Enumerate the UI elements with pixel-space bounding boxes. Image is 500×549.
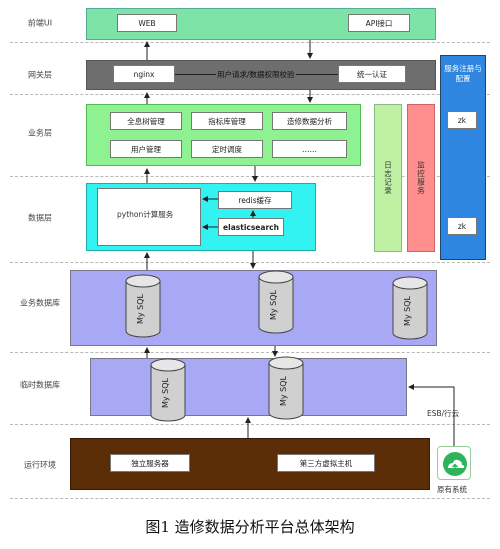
web-box: WEB — [117, 14, 177, 32]
api-box: API接口 — [348, 14, 410, 32]
python-service-label: python计算服务 — [117, 210, 174, 219]
layer-separator — [10, 424, 490, 425]
arrow-legacy-to-tempdb — [408, 384, 455, 446]
gateway-note: 用户请求/数据权限校验 — [216, 69, 296, 80]
nginx-box: nginx — [113, 65, 175, 83]
mysql-label: My SQL — [403, 295, 412, 326]
layer-separator — [10, 352, 490, 353]
tempdb-mysql-1-cylinder: My SQL — [150, 358, 186, 422]
bizdb-mysql-1-cylinder: My SQL — [125, 274, 161, 338]
legacy-system-icon — [437, 446, 471, 480]
mysql-label: My SQL — [136, 293, 145, 324]
python-service-box — [97, 188, 201, 246]
business-more: …… — [272, 140, 347, 158]
redis-box: redis缓存 — [218, 191, 292, 209]
layer-separator — [10, 262, 490, 263]
standalone-server-box: 独立服务器 — [110, 454, 190, 472]
figure-caption: 图1 造修数据分析平台总体架构 — [145, 518, 355, 536]
layer-separator — [10, 42, 490, 43]
business-tree-mgmt: 全息树管理 — [110, 112, 182, 130]
auth-box: 统一认证 — [338, 65, 406, 83]
layer-label-business: 业务层 — [28, 128, 52, 138]
monitor-service-label: 监控服务 — [416, 161, 426, 195]
elasticsearch-box: elasticsearch — [218, 218, 284, 236]
layer-label-gateway: 网关层 — [28, 70, 52, 80]
mysql-label: My SQL — [161, 377, 170, 408]
layer-separator — [10, 94, 490, 95]
tempdb-mysql-2-cylinder: My SQL — [268, 356, 304, 420]
layer-separator — [10, 176, 490, 177]
third-party-vm-box: 第三方虚拟主机 — [277, 454, 375, 472]
business-user-mgmt: 用户管理 — [110, 140, 182, 158]
business-indicator-mgmt: 指标库管理 — [191, 112, 263, 130]
monitor-service-box — [407, 104, 435, 252]
legacy-system-label: 原有系统 — [437, 485, 467, 494]
zk-box-2: zk — [447, 217, 477, 235]
log-record-box — [374, 104, 402, 252]
temp-db-layer-box — [90, 358, 407, 416]
registry-title: 服务注册与配置 — [444, 64, 482, 83]
bizdb-mysql-2-cylinder: My SQL — [258, 270, 294, 334]
mysql-label: My SQL — [279, 375, 288, 406]
business-scheduler: 定时调度 — [191, 140, 263, 158]
business-data-analysis: 造修数据分析 — [272, 112, 347, 130]
layer-label-runtime: 运行环境 — [24, 460, 56, 470]
log-record-label: 日志记录 — [383, 161, 393, 195]
layer-label-business-db: 业务数据库 — [20, 298, 60, 308]
zk-box-1: zk — [447, 111, 477, 129]
layer-label-temp-db: 临时数据库 — [20, 380, 60, 390]
layer-separator — [10, 498, 490, 499]
bizdb-mysql-3-cylinder: My SQL — [392, 276, 428, 340]
layer-label-data: 数据层 — [28, 213, 52, 223]
esb-label: ESB/行云 — [427, 409, 460, 418]
layer-label-ui: 前端UI — [27, 18, 53, 28]
mysql-label: My SQL — [269, 289, 278, 320]
